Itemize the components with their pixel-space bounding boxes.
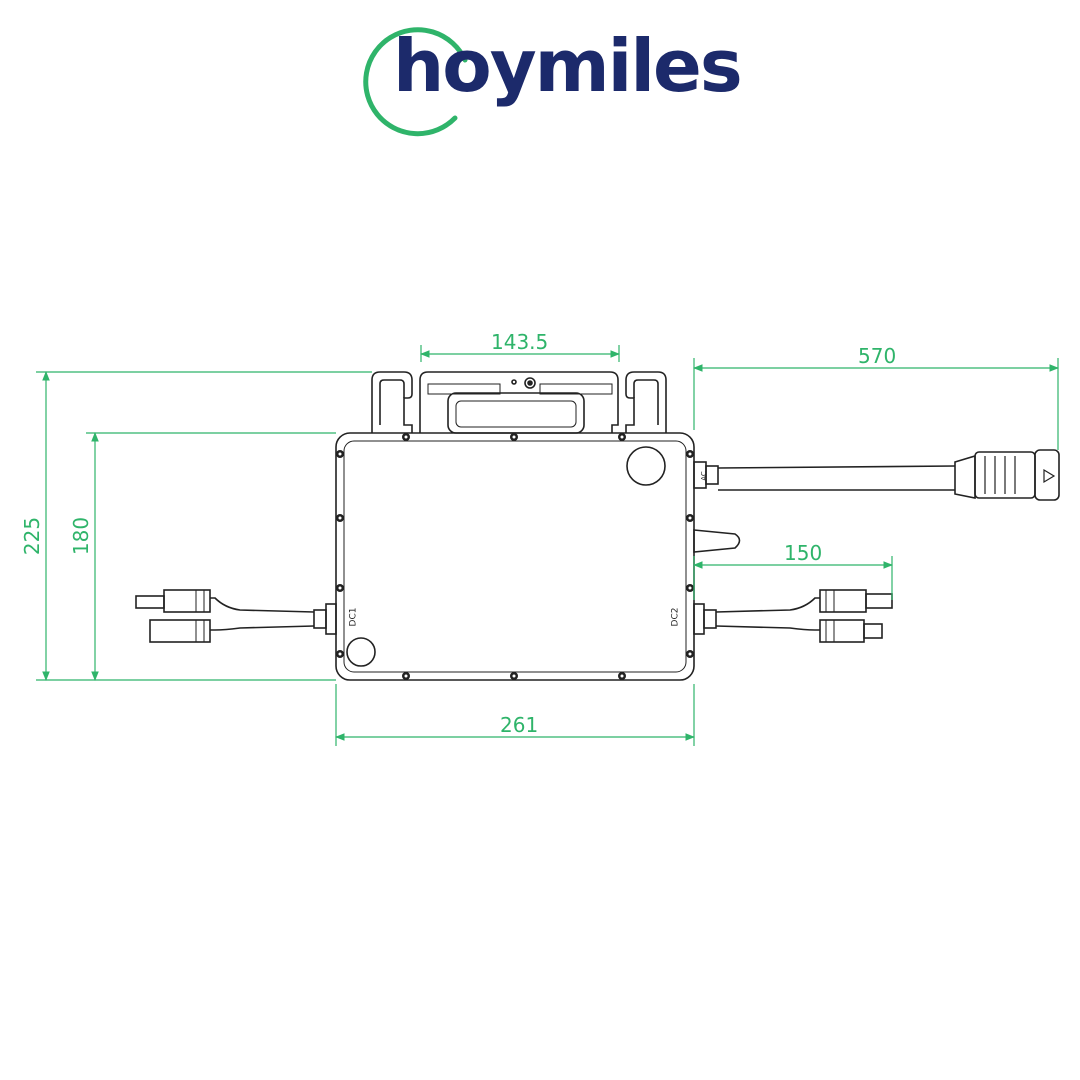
body-vent-bottom	[346, 637, 376, 667]
dim-label-143: 143.5	[491, 330, 549, 354]
dim-label-180: 180	[69, 516, 94, 556]
right-dc-leads	[693, 589, 893, 643]
left-dc-leads	[135, 589, 337, 643]
dim-label-225: 225	[20, 516, 45, 556]
mounting-bracket	[371, 371, 667, 434]
ac-cable	[693, 449, 1060, 501]
body-vent-top	[626, 446, 666, 486]
antenna-icon	[693, 529, 741, 553]
dim-label-150: 150	[784, 541, 823, 565]
logo-wordmark: hoymiles	[393, 24, 743, 108]
dim-label-570: 570	[858, 344, 897, 368]
dim-label-261: 261	[500, 713, 539, 737]
